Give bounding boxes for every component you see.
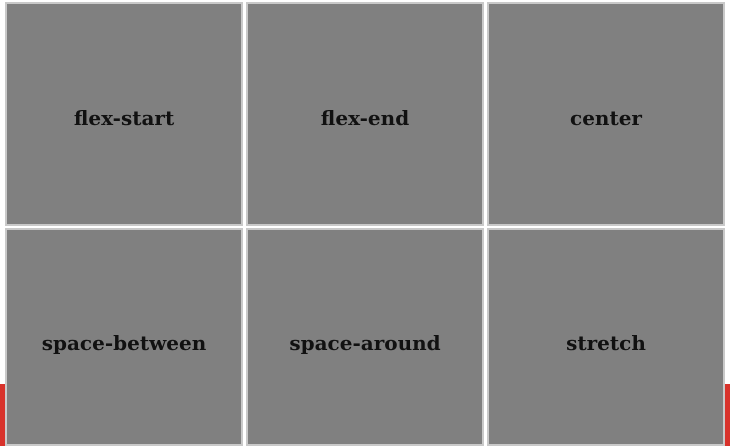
flex-line xyxy=(248,244,482,288)
flex-line xyxy=(489,48,723,92)
flex-item xyxy=(541,302,651,374)
flex-item xyxy=(169,48,241,92)
flex-line xyxy=(489,374,723,444)
flex-item xyxy=(675,374,723,444)
flex-item xyxy=(84,92,194,136)
flex-item xyxy=(410,318,482,362)
flex-item xyxy=(708,230,723,302)
flex-item xyxy=(434,180,482,224)
flex-item xyxy=(117,4,227,48)
panel-flex-end: flex-end xyxy=(246,2,484,226)
flex-line xyxy=(489,92,723,136)
flex-item xyxy=(410,136,482,180)
flex-line xyxy=(7,4,241,48)
flex-item xyxy=(248,136,300,180)
panel-center: center xyxy=(487,2,725,226)
flex-line xyxy=(7,406,241,444)
flex-item xyxy=(248,180,325,224)
flex-line xyxy=(489,136,723,180)
flex-item xyxy=(248,244,358,288)
flex-item xyxy=(169,318,241,362)
flex-item xyxy=(7,318,59,362)
flex-item xyxy=(467,92,482,136)
flex-item xyxy=(7,230,117,274)
flex-line xyxy=(7,230,241,274)
flex-item xyxy=(434,390,482,434)
flex-line xyxy=(7,318,241,362)
flex-item xyxy=(599,48,709,92)
flex-item xyxy=(248,92,358,136)
flex-item xyxy=(325,180,435,224)
flex-item xyxy=(599,230,709,302)
flex-item xyxy=(708,48,723,92)
panel-space-around: space-around xyxy=(246,228,484,446)
flex-item xyxy=(226,4,241,48)
flex-item xyxy=(651,302,723,374)
red-accent-right xyxy=(724,384,730,446)
flex-item xyxy=(7,4,117,48)
flex-line xyxy=(7,92,241,136)
flex-line xyxy=(248,318,482,362)
flex-line xyxy=(248,180,482,224)
flex-item xyxy=(651,92,723,136)
flex-line xyxy=(489,302,723,374)
flex-item xyxy=(358,244,468,288)
flex-item xyxy=(358,92,468,136)
flex-item xyxy=(193,406,241,444)
flex-item xyxy=(226,230,241,274)
flex-item xyxy=(7,92,84,136)
flex-item xyxy=(7,48,59,92)
flex-item xyxy=(541,92,651,136)
panel-flex-start: flex-start xyxy=(5,2,243,226)
flex-line xyxy=(489,230,723,302)
flex-item xyxy=(325,390,435,434)
flex-item xyxy=(84,406,194,444)
flex-item xyxy=(248,390,325,434)
flex-item xyxy=(489,136,566,180)
flex-item xyxy=(467,244,482,288)
flex-item xyxy=(489,374,566,444)
flex-item xyxy=(300,136,410,180)
flex-item xyxy=(193,92,241,136)
flex-item xyxy=(7,406,84,444)
flex-item xyxy=(489,92,541,136)
panel-stretch: stretch xyxy=(487,228,725,446)
flex-item xyxy=(675,136,723,180)
flex-item xyxy=(117,230,227,274)
flex-line xyxy=(248,136,482,180)
flex-item xyxy=(566,374,676,444)
flex-item xyxy=(489,302,541,374)
flex-item xyxy=(566,136,676,180)
flex-item xyxy=(489,48,599,92)
flex-line xyxy=(248,92,482,136)
flex-item xyxy=(489,230,599,302)
flex-item xyxy=(59,318,169,362)
flex-item xyxy=(300,318,410,362)
flex-item xyxy=(248,318,300,362)
flex-item xyxy=(59,48,169,92)
red-accent-left xyxy=(0,384,6,446)
panel-space-between: space-between xyxy=(5,228,243,446)
flex-line xyxy=(248,390,482,434)
flex-line xyxy=(7,48,241,92)
